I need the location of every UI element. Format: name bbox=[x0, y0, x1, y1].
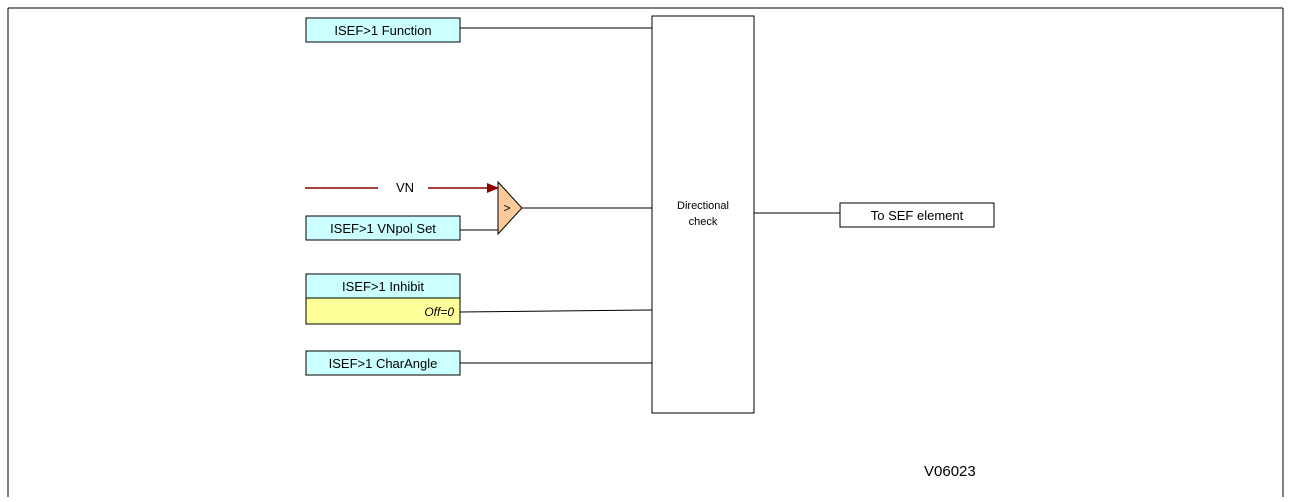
directional-check-line2: check bbox=[689, 216, 718, 228]
function-setting-box: ISEF>1 Function bbox=[305, 17, 461, 43]
diagram-frame bbox=[7, 7, 1284, 497]
char-angle-label: ISEF>1 CharAngle bbox=[329, 356, 438, 371]
function-setting-label: ISEF>1 Function bbox=[334, 23, 431, 38]
output-label: To SEF element bbox=[871, 208, 964, 223]
inhibit-setting-value: Off=0 bbox=[424, 305, 454, 319]
output-box: To SEF element bbox=[839, 202, 995, 228]
inhibit-setting-label: ISEF>1 Inhibit bbox=[342, 279, 424, 294]
inhibit-connector bbox=[459, 309, 653, 313]
comparator: > bbox=[497, 180, 523, 236]
comparator-symbol: > bbox=[503, 201, 510, 215]
directional-check-block: Directional check bbox=[651, 15, 755, 414]
inhibit-setting-box: ISEF>1 Inhibit Off=0 bbox=[305, 273, 461, 325]
vnpol-set-label: ISEF>1 VNpol Set bbox=[330, 221, 436, 236]
vn-signal: VN bbox=[305, 180, 499, 195]
directional-check-line1: Directional bbox=[677, 200, 729, 212]
char-angle-box: ISEF>1 CharAngle bbox=[305, 350, 461, 376]
vnpol-set-box: ISEF>1 VNpol Set bbox=[305, 215, 461, 241]
figure-id: V06023 bbox=[924, 463, 976, 480]
vn-signal-label: VN bbox=[396, 180, 414, 195]
